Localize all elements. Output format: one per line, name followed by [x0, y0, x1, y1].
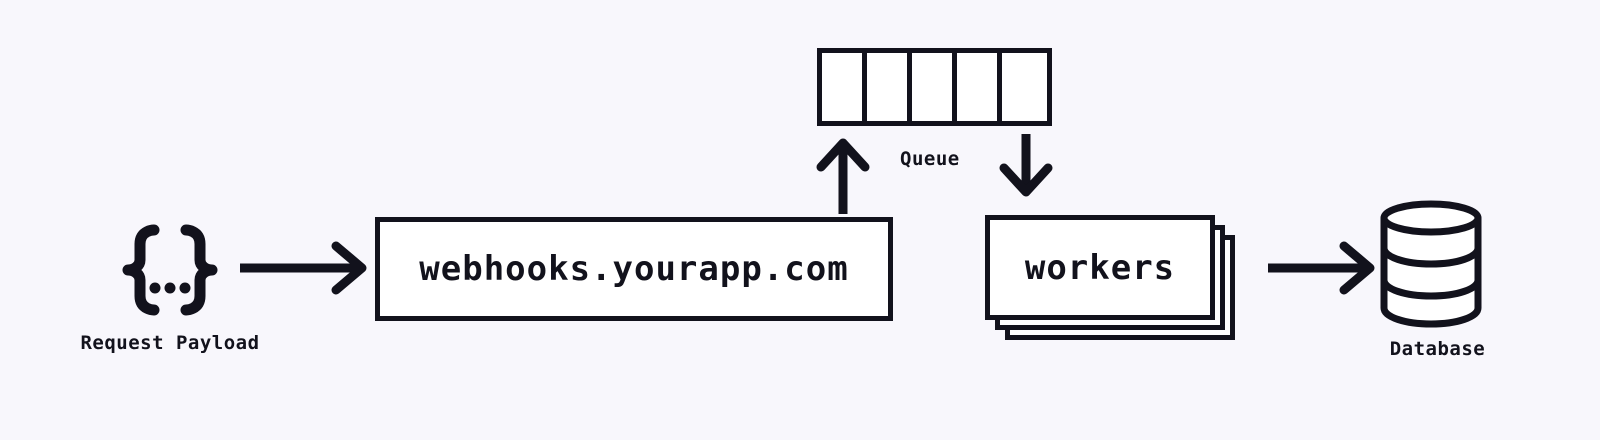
database-cylinder-icon [1370, 198, 1492, 332]
queue-cell [822, 53, 867, 121]
workers-label: workers [1024, 247, 1176, 288]
json-braces-icon [62, 222, 278, 318]
node-webhooks-endpoint[interactable]: webhooks.yourapp.com [375, 217, 893, 321]
node-workers[interactable]: workers [985, 215, 1235, 340]
arrow-workers-to-database [1268, 241, 1375, 295]
queue-cell [1002, 53, 1047, 121]
request-payload-caption: Request Payload [80, 332, 260, 354]
workers-stack-front-layer[interactable]: workers [985, 215, 1215, 320]
node-request-payload: Request Payload [62, 222, 278, 372]
arrow-queue-to-workers [999, 134, 1053, 197]
arrow-endpoint-to-queue [816, 138, 870, 214]
queue-cell-strip [817, 48, 1052, 126]
queue-cell [867, 53, 912, 121]
queue-cell [912, 53, 957, 121]
queue-cell [957, 53, 1002, 121]
database-caption: Database [1389, 338, 1486, 360]
node-database: Database [1370, 198, 1505, 383]
webhooks-endpoint-label: webhooks.yourapp.com [419, 249, 849, 289]
node-queue [817, 48, 1052, 126]
queue-caption: Queue [900, 148, 960, 170]
